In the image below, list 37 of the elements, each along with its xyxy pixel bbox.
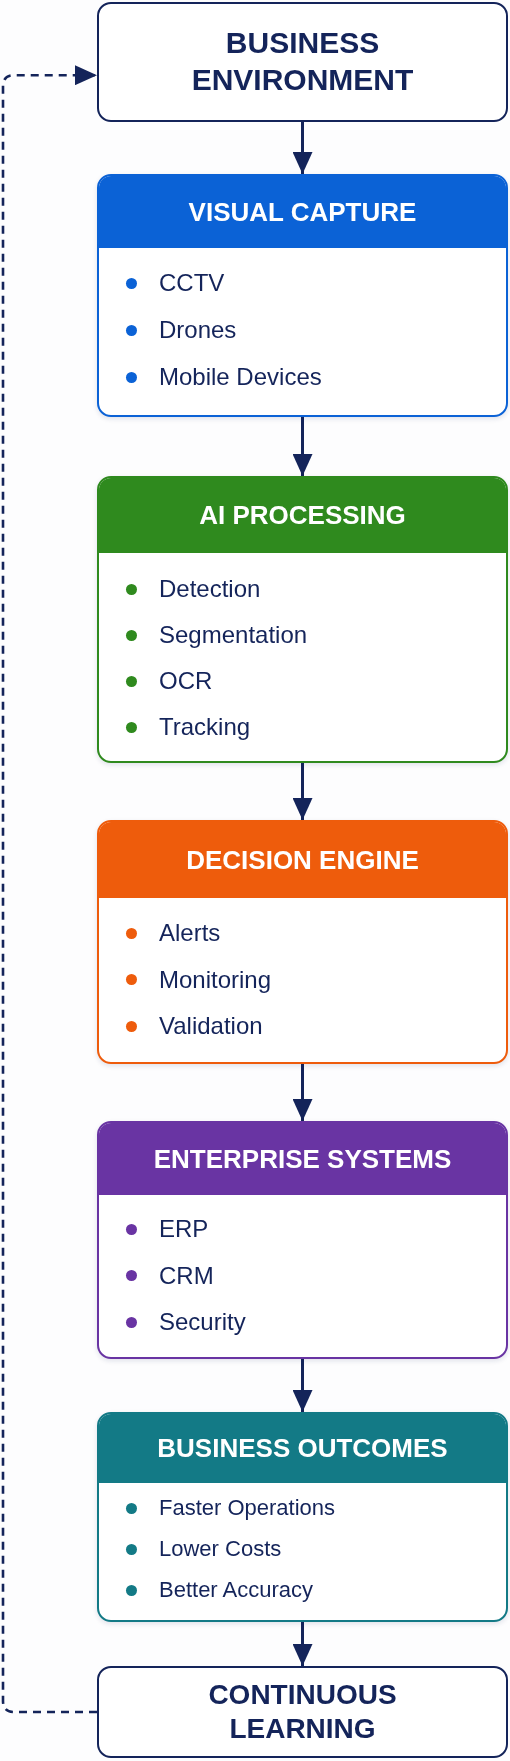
list-item: Lower Costs xyxy=(159,1535,282,1563)
process-box xyxy=(97,2,508,122)
arrow xyxy=(292,1064,313,1121)
process-box xyxy=(97,1666,508,1758)
arrow xyxy=(292,1359,313,1412)
list-item: CRM xyxy=(159,1260,214,1291)
arrow xyxy=(292,763,313,820)
arrow xyxy=(292,417,313,476)
list-item: Faster Operations xyxy=(159,1494,336,1522)
list-item: Alerts xyxy=(159,918,221,948)
list-item: Drones xyxy=(159,315,237,345)
list-item: Detection xyxy=(159,574,261,604)
stage-card xyxy=(97,476,508,763)
dashed-arrow xyxy=(1,65,97,1714)
stage-heading: VISUAL CAPTURE xyxy=(99,176,506,248)
stage-card xyxy=(97,174,508,417)
list-item: Mobile Devices xyxy=(159,362,322,392)
arrow xyxy=(292,122,313,174)
list-item: Security xyxy=(159,1307,246,1337)
list-item: Validation xyxy=(159,1011,263,1041)
list-item: Tracking xyxy=(159,712,251,742)
stage-card xyxy=(97,1412,508,1622)
arrow xyxy=(292,1622,313,1666)
list-item: ERP xyxy=(159,1214,209,1244)
list-item: OCR xyxy=(159,666,213,696)
list-item: Better Accuracy xyxy=(159,1576,314,1604)
list-item: Monitoring xyxy=(159,964,272,995)
stage-heading: BUSINESS OUTCOMES xyxy=(99,1414,506,1483)
stage-card xyxy=(97,820,508,1064)
stage-heading: DECISION ENGINE xyxy=(99,822,506,898)
stage-heading: AI PROCESSING xyxy=(99,478,506,553)
stage-card xyxy=(97,1121,508,1359)
list-item: Segmentation xyxy=(159,620,308,650)
stage-heading: ENTERPRISE SYSTEMS xyxy=(99,1123,506,1195)
list-item: CCTV xyxy=(159,268,225,298)
node-label: BUSINESS ENVIRONMENT xyxy=(190,25,415,98)
node-label: CONTINUOUS LEARNING xyxy=(207,1677,398,1746)
